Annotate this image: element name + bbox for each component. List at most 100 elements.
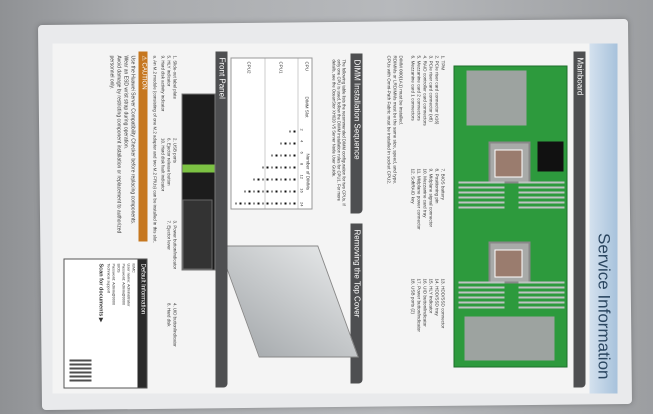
front-panel-heading: Front Panel <box>215 51 228 388</box>
dimm-mark <box>280 178 282 180</box>
dimm-slot <box>518 201 565 204</box>
dimm-slot <box>458 181 505 184</box>
note: RDIMMs or LRDIMMs must be the same size,… <box>392 55 398 185</box>
note: DIMM 000(1A1) must be installed. <box>398 55 404 125</box>
dimm-mark <box>280 190 282 192</box>
dimm-count-header: 2 <box>299 128 305 131</box>
default-information-box: Default Information iBMC User name: Admi… <box>63 258 148 389</box>
divider <box>264 58 266 209</box>
dimm-mark <box>244 190 246 192</box>
dimm-slot <box>458 186 505 189</box>
cover-heading: Removing the Top Cover <box>350 223 363 384</box>
dimm-slot <box>518 286 565 289</box>
dimm-mark <box>285 202 287 204</box>
note: CPUs with Omni-Path Fabric must be insta… <box>386 55 392 185</box>
col-cpu: CPU <box>304 61 310 72</box>
dimm-slot <box>458 281 505 284</box>
dimm-mark <box>244 202 246 204</box>
page-title: Service Information <box>594 233 614 380</box>
list-item: 10. Hard disk fault indicator <box>160 138 166 192</box>
dimm-mark <box>294 166 296 168</box>
list-item: 9. Midplane signal connector <box>428 168 434 227</box>
col-count: Number of DIMMs <box>305 153 311 191</box>
dimm-mark <box>258 190 260 192</box>
dimm-slot <box>518 186 565 189</box>
dimm-slot <box>518 181 565 184</box>
info-line: iBMC <box>131 263 136 273</box>
dimm-mark <box>253 178 255 180</box>
dimm-slot <box>458 191 505 194</box>
list-item: 6. Ejector release button <box>166 138 172 186</box>
dimm-count-header: 12 <box>299 174 305 180</box>
divider <box>297 58 299 209</box>
dimm-mark <box>276 202 278 204</box>
list-item: 7. Ejector lever <box>166 220 172 250</box>
list-item: 11. Midplane power connector <box>416 168 422 230</box>
list-item: 16. UID button/indicator <box>422 278 428 327</box>
dimm-mark <box>285 166 287 168</box>
dimm-slot <box>518 206 565 209</box>
dimm-slot <box>458 201 505 204</box>
dimm-slot <box>518 296 565 299</box>
default-info-heading: Default Information <box>137 259 147 388</box>
caution-item: Wear an ESD wrist strap during operation… <box>122 55 129 150</box>
row-cpu2: CPU2 <box>246 61 252 74</box>
dimm-mark <box>285 142 287 144</box>
dimm-mark <box>253 190 255 192</box>
dimm-count-header: 16 <box>299 188 305 193</box>
dimm-mark <box>289 130 291 132</box>
scan-label: Scan for documents ▶ <box>97 263 104 323</box>
dimm-mark <box>262 190 264 192</box>
dimm-slot <box>518 306 565 309</box>
dimm-mark <box>249 190 251 192</box>
mezzanine-tray <box>466 70 527 126</box>
dimm-mark <box>280 166 282 168</box>
mainboard-list-col1: 1. TPM 2. PCIe riser card connector (x16… <box>410 56 446 166</box>
dimm-mark <box>271 154 273 156</box>
dimm-mark <box>276 166 278 168</box>
mainboard-heading: Mainboard <box>573 51 586 388</box>
dimm-mark <box>240 202 242 204</box>
info-line: User name: Administrator <box>126 263 131 307</box>
dimm-slot <box>518 291 565 294</box>
list-item: 6. Mezzanine card 1 connectors <box>410 55 416 121</box>
dimm-mark <box>294 190 296 192</box>
chipset <box>537 141 564 172</box>
info-line: Technical support <box>106 263 111 294</box>
dimm-slot <box>518 281 565 284</box>
dimm-mark <box>267 202 269 204</box>
mainboard-list-col3: 13. HDD/SSD connector 14. HDD/SSD tray 1… <box>410 279 446 389</box>
dimm-mark <box>249 202 251 204</box>
list-item: 3. PCIe riser card connector (x8) <box>428 55 434 122</box>
dimm-mark <box>285 178 287 180</box>
dimm-mark <box>289 142 291 144</box>
info-line: Password: Admin@9000 <box>121 263 126 306</box>
dimm-mark <box>285 190 287 192</box>
list-item: 3. Power button/indicator <box>172 220 178 270</box>
chassis-illustration <box>218 245 359 358</box>
dimm-slot <box>458 291 505 294</box>
dimm-mark <box>276 190 278 192</box>
dimm-slot <box>458 196 505 199</box>
dimm-mark <box>271 166 273 168</box>
front-panel-note: a. An M.2 module (consisting of one M.2 … <box>152 55 158 243</box>
mainboard-diagram <box>453 65 568 368</box>
dimm-slot <box>518 196 565 199</box>
dimm-mark <box>253 202 255 204</box>
dimm-mark <box>271 178 273 180</box>
dimm-mark <box>280 154 282 156</box>
dimm-slot <box>518 191 565 194</box>
front-panel-list: 1. Slide-out label plate 2. USB ports 3.… <box>160 56 178 386</box>
caution-title: CAUTION <box>140 62 147 90</box>
dimm-mark <box>285 154 287 156</box>
dimm-slot <box>458 206 505 209</box>
list-item: 17. Power button/indicator <box>416 278 422 332</box>
dimm-mark <box>289 178 291 180</box>
qr-code[interactable] <box>69 359 92 382</box>
list-item: 8. Positioning pin <box>434 168 440 204</box>
list-item: 5. Mezzanine card 2 connectors <box>416 55 422 121</box>
list-item: 4. RAID controller card connectors <box>422 55 428 126</box>
dimm-mark <box>276 178 278 180</box>
cpu1-socket <box>488 141 531 184</box>
